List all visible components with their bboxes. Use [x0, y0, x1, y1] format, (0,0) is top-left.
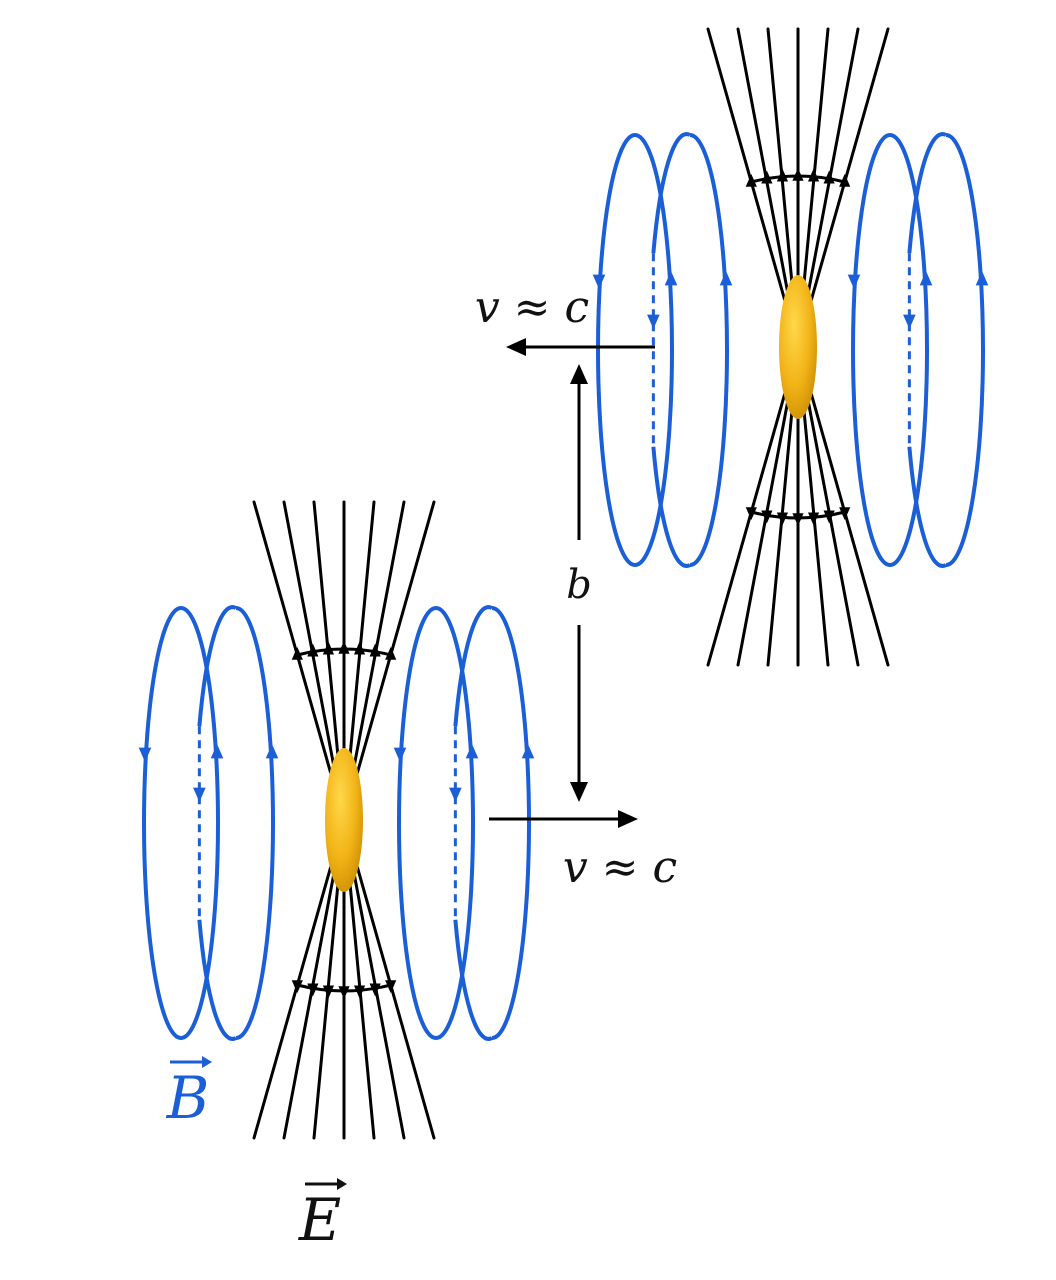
magnetic-field-loop	[453, 605, 493, 727]
magnetic-field-arrowhead	[975, 271, 989, 286]
electric-field-arrowhead	[792, 168, 804, 181]
electric-field-symbol: E	[298, 1186, 341, 1254]
magnetic-field-loop	[197, 919, 237, 1041]
magnetic-field-loop	[491, 606, 531, 1040]
magnetic-field-label: B	[166, 1056, 212, 1132]
electric-field-arrowhead	[338, 641, 350, 654]
electric-field-arrowhead	[839, 174, 851, 187]
magnetic-field-arrowhead	[903, 314, 916, 329]
magnetic-field-loop	[197, 605, 237, 727]
velocity-label-top: v ≈ c	[475, 282, 589, 333]
magnetic-field-arrowhead	[193, 787, 206, 802]
magnetic-field-loops-top	[592, 132, 989, 568]
electric-field-arrowhead	[823, 510, 835, 524]
impact-parameter-label: b	[566, 562, 592, 608]
electric-field-arrowhead	[353, 985, 366, 999]
electric-field-arrowhead	[776, 168, 789, 182]
electric-field-arrowhead	[307, 983, 319, 997]
electric-field-arrowhead	[745, 174, 757, 187]
magnetic-field-arrowhead	[847, 274, 861, 289]
electric-field-arrowhead	[338, 986, 350, 999]
nucleus-bottom	[325, 748, 363, 892]
electric-field-arrowhead	[369, 643, 381, 657]
electric-field-arrowhead	[776, 512, 789, 526]
magnetic-field-loop	[596, 133, 674, 567]
magnetic-field-arrowhead	[210, 744, 224, 759]
electric-field-arrowhead	[369, 983, 381, 997]
magnetic-field-loop	[142, 606, 220, 1040]
magnetic-field-loop	[651, 446, 691, 568]
magnetic-field-loop	[453, 919, 493, 1041]
velocity-arrow-bottom	[489, 810, 638, 828]
nucleus-top-group	[592, 27, 989, 667]
magnetic-field-arrowhead	[592, 274, 606, 289]
electric-field-arrowhead	[823, 170, 835, 184]
electric-field-arrowhead	[807, 512, 820, 526]
electric-field-arrowhead	[385, 980, 397, 993]
velocity-label-bottom: v ≈ c	[563, 842, 677, 893]
magnetic-field-arrowhead	[393, 747, 407, 762]
magnetic-field-loop	[907, 446, 947, 568]
electric-field-arrowhead	[761, 510, 773, 524]
magnetic-field-arrowhead	[449, 787, 462, 802]
magnetic-field-loop	[907, 132, 947, 254]
magnetic-field-arrowhead	[465, 744, 479, 759]
electric-field-arrowhead	[353, 641, 366, 655]
electric-field-arrowhead	[792, 513, 804, 526]
magnetic-field-loops-bottom	[138, 605, 535, 1041]
nucleus-top	[779, 275, 817, 419]
electric-field-arrowhead	[291, 980, 303, 993]
magnetic-field-loop	[689, 133, 729, 567]
magnetic-field-loop	[945, 133, 985, 567]
electric-field-arrowhead	[291, 647, 303, 660]
magnetic-field-arrowhead	[919, 271, 933, 286]
magnetic-field-arrowhead	[647, 314, 660, 329]
electric-field-arrowhead	[322, 985, 335, 999]
electric-field-arrowhead	[385, 647, 397, 660]
electric-field-arrowhead	[761, 170, 773, 184]
magnetic-field-loop	[235, 606, 275, 1040]
electric-field-arrowhead	[807, 168, 820, 182]
electric-field-arrowhead	[322, 641, 335, 655]
magnetic-field-arrowhead	[664, 271, 678, 286]
nucleus-bottom-group	[138, 500, 535, 1140]
impact-parameter-arrow	[570, 364, 588, 802]
magnetic-field-loop	[651, 132, 691, 254]
electric-field-arrowhead	[307, 643, 319, 657]
electric-field-label: E	[298, 1178, 347, 1254]
magnetic-field-arrowhead	[138, 747, 152, 762]
velocity-arrow-top	[506, 338, 655, 356]
electric-field-arrowhead	[745, 507, 757, 520]
magnetic-field-arrowhead	[265, 744, 279, 759]
magnetic-field-loop	[397, 606, 475, 1040]
magnetic-field-arrowhead	[719, 271, 733, 286]
magnetic-field-arrowhead	[521, 744, 535, 759]
magnetic-field-loop	[851, 133, 929, 567]
magnetic-field-symbol: B	[166, 1064, 210, 1132]
electric-field-arrowhead	[839, 507, 851, 520]
